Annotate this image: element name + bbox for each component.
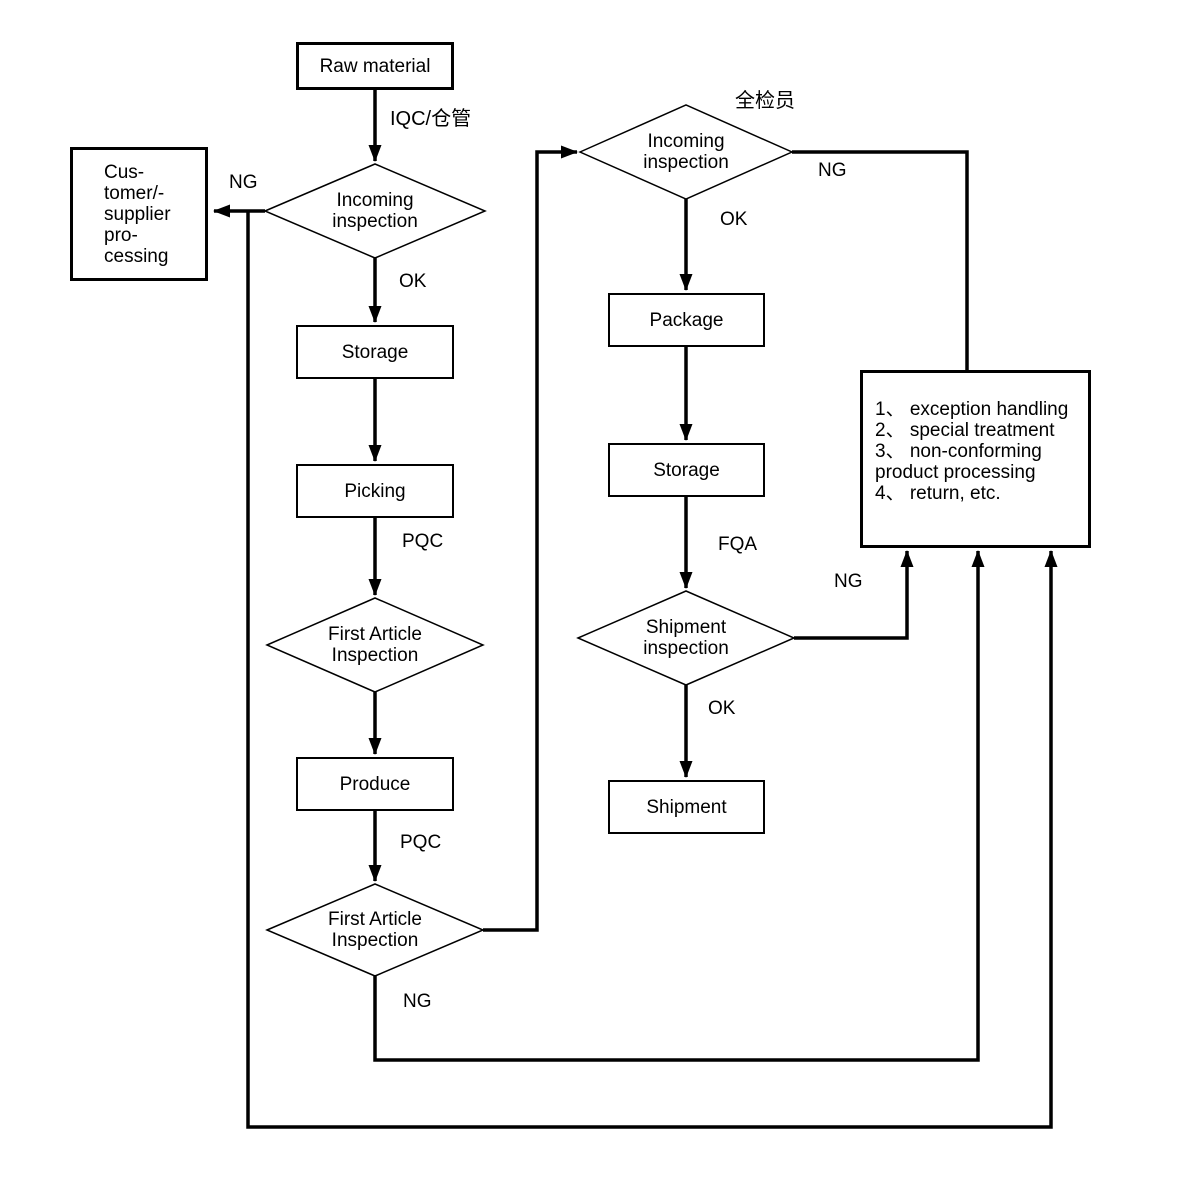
edge-label-ng-incoming-right: NG [818, 160, 847, 181]
diamond-incoming-inspection-left [263, 163, 487, 259]
node-storage-right: Storage [608, 443, 765, 497]
edge-fai2-to-incoming-right [483, 145, 578, 932]
diamond-shipment-inspection [576, 590, 796, 686]
node-package: Package [608, 293, 765, 347]
diamond-incoming-inspection-right [578, 104, 794, 200]
edge-label-full-inspector: 全检员 [735, 90, 795, 112]
edge-label-ok-shipment: OK [708, 698, 736, 719]
edge-label-ok-incoming-left: OK [399, 271, 427, 292]
node-picking: Picking [296, 464, 454, 518]
edge-label-ng-fai-2: NG [403, 991, 432, 1012]
edge-label-iqc-warehouse: IQC/仓管 [390, 108, 472, 130]
edge-shipment-inspection-ng-to-exception [794, 550, 914, 640]
edge-label-pqc-2: PQC [400, 832, 442, 853]
diamond-first-article-inspection-1 [265, 597, 485, 693]
node-produce: Produce [296, 757, 454, 811]
node-exception-handling: 1、 exception handling 2、 special treatme… [860, 370, 1091, 548]
edge-incoming-right-ng-to-exception [792, 150, 969, 370]
edge-label-pqc-1: PQC [402, 531, 444, 552]
edge-label-ok-incoming-right: OK [720, 209, 748, 230]
diamond-first-article-inspection-2 [265, 883, 485, 977]
node-customer-supplier-processing: Cus- tomer/- supplier pro- cessing [70, 147, 208, 281]
edge-label-ng-incoming-left: NG [229, 172, 258, 193]
edge-incoming-ng-loop-to-exception [246, 211, 1058, 1129]
edge-label-fqa: FQA [718, 534, 758, 555]
edge-fai2-ng-loop-to-exception [373, 550, 985, 1062]
node-storage-left: Storage [296, 325, 454, 379]
edge-label-ng-shipment: NG [834, 571, 863, 592]
node-raw-material: Raw material [296, 42, 454, 90]
node-shipment: Shipment [608, 780, 765, 834]
